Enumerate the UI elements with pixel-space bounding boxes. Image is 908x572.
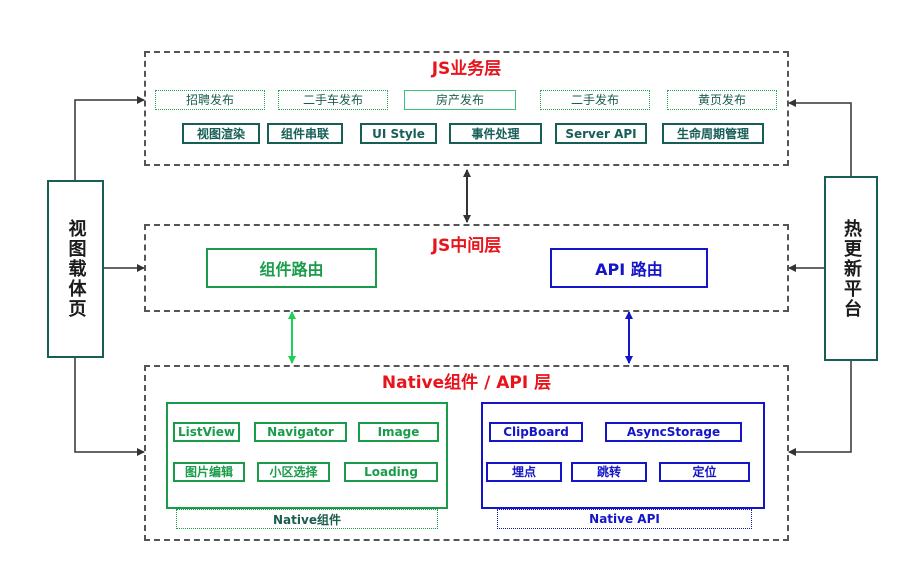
capability-server-api: Server API [555,123,647,144]
capability-lifecycle: 生命周期管理 [662,123,764,144]
api-tracking: 埋点 [486,462,562,482]
component-router-box: 组件路由 [206,248,377,288]
js-middle-layer: JS中间层 [144,224,789,312]
capability-component-chain: 组件串联 [267,123,343,144]
right-to-business-arrow [788,99,852,176]
hot-update-platform-box: 热更新平台 [824,176,878,361]
hot-update-platform-label: 热更新平台 [841,218,862,319]
publish-item-recruitment: 招聘发布 [155,90,265,110]
publish-item-secondhand: 二手发布 [540,90,650,110]
js-middle-layer-title: JS中间层 [431,236,502,256]
left-to-business-arrow [74,96,145,180]
js-business-layer-title: JS业务层 [431,59,502,79]
native-api-group [481,402,765,509]
publish-item-yellow-pages: 黄页发布 [667,90,777,110]
api-router-box: API 路由 [550,248,708,288]
right-to-native-arrow [788,361,852,456]
component-community-select: 小区选择 [257,462,330,482]
capability-event-handling: 事件处理 [449,123,542,144]
js-business-layer: JS业务层 [144,51,789,166]
native-components-caption: Native组件 [176,509,438,529]
component-router-label: 组件路由 [259,260,324,279]
native-api-caption: Native API [497,509,752,529]
api-router-label: API 路由 [595,260,663,279]
publish-item-used-car: 二手车发布 [278,90,388,110]
native-layer: Native组件 / API 层 [144,365,789,541]
native-components-group [166,402,448,509]
component-loading: Loading [344,462,438,482]
publish-item-real-estate: 房产发布 [404,90,516,110]
component-navigator: Navigator [254,422,347,442]
api-location: 定位 [659,462,750,482]
left-to-native-arrow [74,358,145,456]
api-asyncstorage: AsyncStorage [605,422,742,442]
capability-view-render: 视图渲染 [182,123,260,144]
native-layer-title: Native组件 / API 层 [381,373,552,393]
component-image-edit: 图片编辑 [173,462,245,482]
api-navigation: 跳转 [571,462,647,482]
capability-ui-style: UI Style [360,123,437,144]
api-clipboard: ClipBoard [489,422,583,442]
component-listview: ListView [173,422,240,442]
component-image: Image [358,422,439,442]
view-container-page-box: 视图载体页 [47,180,104,358]
view-container-page-label: 视图载体页 [65,219,87,319]
